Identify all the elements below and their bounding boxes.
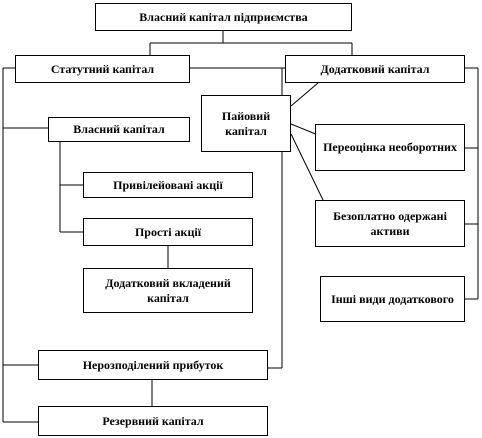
free-assets-label: Безоплатно одержані активи [333,208,447,238]
retained-earnings-box: Нерозподілений прибуток [38,350,268,380]
connector-line [290,82,319,107]
additional-capital-label: Додатковий капітал [320,61,430,76]
free-assets-box: Безоплатно одержані активи [315,200,465,247]
other-additional-box: Інші види додаткового [320,276,465,322]
retained-earnings-label: Нерозподілений прибуток [82,357,224,372]
preferred-shares-box: Привілейовані акції [83,172,253,198]
preferred-shares-label: Привілейовані акції [113,177,223,192]
own-capital-label: Власний капітал [73,122,165,136]
revaluation-label: Переоцінка необоротних [323,140,457,154]
connector-line [290,123,319,136]
additional-capital-box: Додатковий капітал [285,55,465,83]
other-additional-label: Інші види додаткового [331,291,454,306]
statutory-capital-label: Статутний капітал [50,61,155,76]
reserve-capital-box: Резервний капітал [38,406,268,436]
share-capital-box: Пайовий капітал [201,95,291,152]
connector-line [290,133,324,201]
common-shares-box: Прості акції [83,218,253,246]
additional-paid-in-label: Додатковий вкладений капітал [105,275,231,305]
statutory-capital-box: Статутний капітал [15,55,190,83]
root-capital-label: Власний капітал підприємства [139,9,308,24]
reserve-capital-label: Резервний капітал [102,413,204,428]
own-capital-box: Власний капітал [48,117,190,142]
common-shares-label: Прості акції [134,224,202,239]
root-capital-box: Власний капітал підприємства [95,3,352,31]
share-capital-label: Пайовий капітал [221,108,271,138]
revaluation-box: Переоцінка необоротних [315,124,465,171]
additional-paid-in-box: Додатковий вкладений капітал [83,268,253,313]
